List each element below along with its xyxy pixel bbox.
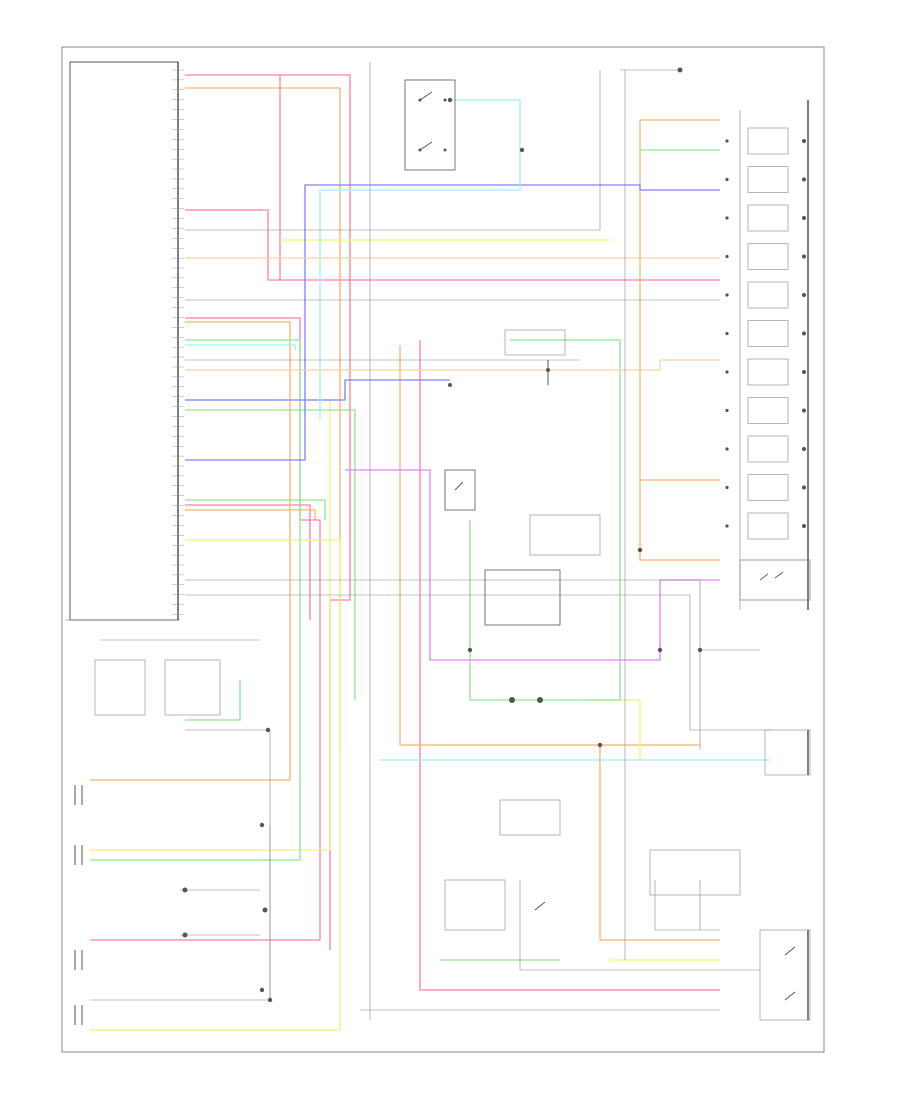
top-switch-block [404,79,456,171]
control-module-connector [69,61,184,621]
connector-pin-symbol [802,408,806,413]
connector-pin-symbol [725,331,729,336]
wire-junction-dot [259,822,265,828]
connector-pin-symbol [725,177,729,182]
sensor-box [747,127,789,155]
connector-pin-symbol [802,139,806,143]
connector-pin-symbol [802,331,806,336]
connector-pin-symbol [802,177,806,182]
sensor-box [747,358,789,386]
wire-junction-dot [519,147,525,153]
wire-junction-dot [697,647,703,653]
sensor-box [747,435,789,463]
connector-pin-symbol [725,216,729,220]
connector-pin-symbol [725,447,729,451]
connector-pin-symbol [725,293,729,297]
sensor-box [747,243,789,270]
connector-pin-symbol [802,254,806,259]
sensor-box [747,204,789,232]
wire-bundle [65,62,770,1031]
connector-pin-symbol [802,485,806,490]
wire-junction-dot [265,727,271,733]
wire-junctions [259,97,703,1003]
center-sensor-group [444,329,601,931]
wire-junction-dot [259,987,265,993]
connector-pin-symbol [725,139,729,143]
connector-pin-symbol [802,293,806,297]
wire-junction-dot [447,97,453,103]
wire-junction-dot [597,742,603,748]
sensor-box [747,281,789,309]
diagram-frame [61,46,825,1053]
right-sensor-array [725,100,811,610]
wire-junction-dot [637,547,643,553]
sensor-box [747,166,789,193]
wire-junction-dot [657,647,663,653]
connector-pin-symbol [725,485,729,490]
sensor-box [747,397,789,424]
connector-pin-symbol [725,254,729,259]
sensor-box [747,474,789,501]
connector-pin-symbol [725,370,729,374]
wire-junction-dot [267,997,273,1003]
connector-pin-symbol [802,370,806,374]
connector-pin-symbol [802,524,806,528]
sensor-box [747,320,789,347]
connector-pin-symbol [802,447,806,451]
connector-pin-symbol [802,216,806,220]
connector-pin-symbol [725,524,729,528]
sensor-box [747,512,789,540]
right-lower-components [649,67,811,1021]
wheel-speed-sensors [74,659,268,1025]
wire-junction-dot [467,647,473,653]
connector-pin-symbol [725,408,729,413]
